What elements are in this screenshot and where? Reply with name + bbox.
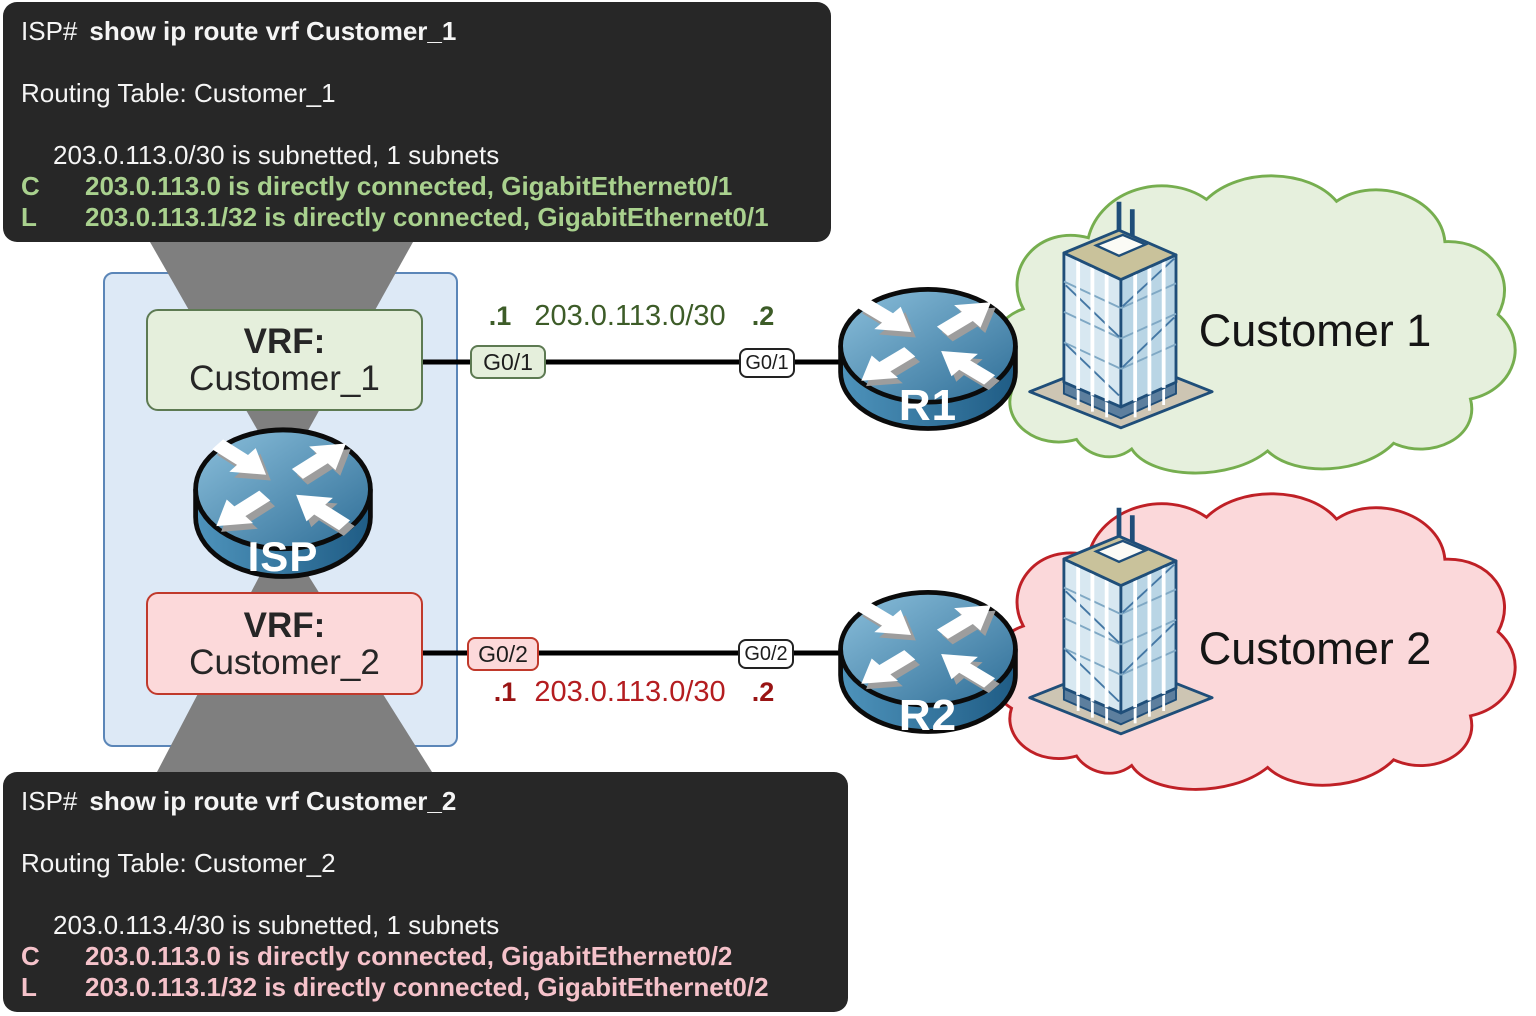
route-code-l: L [21, 202, 37, 232]
cli-command: show ip route vrf Customer_1 [89, 16, 457, 46]
cli-prompt: ISP# [21, 786, 78, 816]
r2-router-label: R2 [898, 691, 958, 740]
link2-subnet: 203.0.113.0/30 [534, 676, 726, 708]
vrf2-title: VRF: [243, 605, 326, 645]
link1-ip-right: .2 [751, 301, 775, 331]
route-code-l: L [21, 972, 37, 1002]
routing-table-line: Routing Table: Customer_1 [21, 78, 336, 108]
route-code-c: C [21, 171, 40, 201]
r1-router-label: R1 [898, 381, 958, 430]
subnet-summary-line: 203.0.113.4/30 is subnetted, 1 subnets [53, 910, 500, 940]
link1-subnet: 203.0.113.0/30 [534, 300, 726, 332]
port-g0-2-isp: G0/2 [467, 637, 539, 671]
command-line: ISP# show ip route vrf Customer_2 [21, 786, 848, 817]
port-g0-2-r2: G0/2 [738, 639, 794, 669]
vrf-customer1-box: VRF: Customer_1 [146, 309, 423, 411]
port-g0-1-r1: G0/1 [739, 348, 795, 378]
isp-router-label: ISP [247, 533, 319, 580]
route-l-line: L 203.0.113.1/32 is directly connected, … [21, 972, 769, 1002]
cli-prompt: ISP# [21, 16, 78, 46]
link2-ip-right: .2 [751, 677, 775, 707]
subnet-summary-line: 203.0.113.0/30 is subnetted, 1 subnets [53, 140, 500, 170]
vrf1-name: Customer_1 [189, 359, 380, 398]
route-c-line: C 203.0.113.0 is directly connected, Gig… [21, 171, 733, 201]
routing-table-line: Routing Table: Customer_2 [21, 848, 336, 878]
route-code-c: C [21, 941, 40, 971]
route-l-line: L 203.0.113.1/32 is directly connected, … [21, 202, 769, 232]
cli-command: show ip route vrf Customer_2 [89, 786, 457, 816]
terminal-output-1: ISP# show ip route vrf Customer_1 Routin… [3, 2, 831, 242]
vrf2-name: Customer_2 [189, 642, 380, 682]
terminal-output-2: ISP# show ip route vrf Customer_2 Routin… [3, 772, 848, 1012]
link1-ip-left: .1 [488, 301, 512, 331]
customer1-label: Customer 1 [1198, 305, 1432, 356]
route-c-line: C 203.0.113.0 is directly connected, Gig… [21, 941, 733, 971]
link2-ip-left: .1 [493, 677, 517, 707]
vrf1-title: VRF: [243, 322, 326, 361]
customer2-label: Customer 2 [1198, 623, 1432, 674]
command-line: ISP# show ip route vrf Customer_1 [21, 16, 831, 47]
port-g0-1-isp: G0/1 [470, 345, 546, 379]
vrf-customer2-box: VRF: Customer_2 [146, 592, 423, 695]
